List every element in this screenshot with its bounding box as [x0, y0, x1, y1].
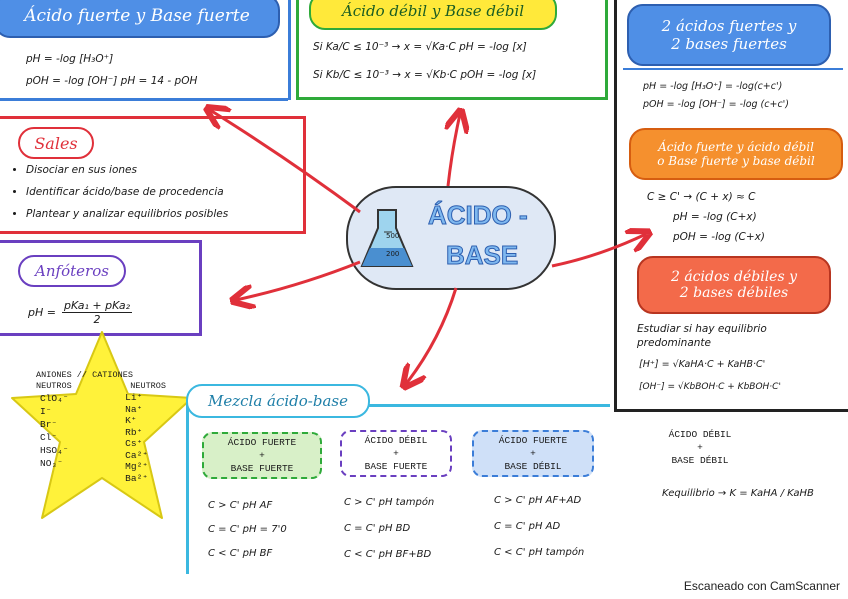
fuerte-debil-poh: pOH = -log (C+x) — [673, 231, 765, 243]
acido-fuerte-ph: pH = -log [H₃O⁺] — [26, 53, 114, 65]
arrow-to-acido-debil — [448, 114, 460, 187]
sales-list: Disociar en sus iones Identificar ácido/… — [10, 159, 228, 225]
cationes-list: Li⁺ Na⁺ K⁺ Rb⁺ Cs⁺ Ca²⁺ Mg²⁺ Ba²⁺ — [125, 392, 166, 484]
dos-debiles-h: [H⁺] = √KaHA·C + KaHB·C' — [639, 359, 766, 370]
sales-box: Sales Disociar en sus iones Identificar … — [0, 116, 306, 234]
acido-fuerte-border-right — [288, 0, 291, 100]
mezcla-c1-tag: ÁCIDO FUERTE + BASE FUERTE — [202, 432, 322, 479]
dos-fuertes-divider — [623, 68, 843, 70]
list-item: I⁻ — [40, 406, 52, 417]
list-item: Disociar en sus iones — [26, 159, 228, 181]
dos-fuertes-title: 2 ácidos fuertes y 2 bases fuertes — [627, 4, 831, 66]
list-item: K⁺ — [125, 415, 137, 426]
dos-debiles-pred: predominante — [637, 337, 711, 349]
flask-mark-top: 500 — [386, 232, 400, 240]
list-item: C > C' pH AF — [208, 500, 273, 511]
list-item: C = C' pH BD — [344, 523, 411, 534]
acido-fuerte-border — [0, 98, 288, 101]
acido-fuerte-section: Ácido fuerte y Base fuerte pH = -log [H₃… — [0, 0, 295, 100]
anfoteros-formula: pH = pKa₁ + pKa₂ 2 — [28, 299, 133, 326]
list-item: C = C' pH = 7'0 — [208, 524, 287, 535]
fuerte-debil-ph: pH = -log (C+x) — [673, 211, 757, 223]
dos-fuertes-poh: pOH = -log [OH⁻] = -log (c+c') — [643, 99, 789, 110]
acido-debil-title: Ácido débil y Base débil — [309, 0, 557, 30]
list-item: HSO₄⁻ — [40, 445, 69, 456]
acido-fuerte-poh: pOH = -log [OH⁻] pH = 14 - pOH — [26, 75, 198, 87]
aniones-list: ClO₄⁻ I⁻ Br⁻ Cl⁻ HSO₄⁻ NO₃⁻ — [36, 392, 69, 484]
mezcla-c1-rows: C > C' pH AF C = C' pH = 7'0 C < C' pH B… — [208, 494, 287, 566]
list-item: C > C' pH tampón — [344, 497, 435, 508]
list-item: Cl⁻ — [40, 432, 58, 443]
flask-mark-bottom: 200 — [386, 250, 400, 258]
list-item: C < C' pH tampón — [494, 547, 585, 558]
mezcla-c3-tag: ÁCIDO FUERTE + BASE DÉBIL — [472, 430, 594, 477]
anfoteros-box: Anfóteros pH = pKa₁ + pKa₂ 2 — [0, 240, 202, 336]
central-cloud: 500 200 ÁCIDO - BASE — [346, 186, 556, 290]
anfoteros-fraction: pKa₁ + pKa₂ 2 — [61, 299, 133, 326]
list-item: Ca²⁺ — [125, 449, 148, 461]
acido-debil-kb: Si Kb/C ≤ 10⁻³ → x = √Kb·C pOH = -log [x… — [313, 69, 537, 81]
list-item: Plantear y analizar equilibrios posibles — [26, 203, 228, 225]
list-item: Br⁻ — [40, 419, 58, 430]
mezcla-title: Mezcla ácido-base — [186, 384, 370, 418]
dos-debiles-title: 2 ácidos débiles y 2 bases débiles — [637, 256, 831, 314]
acido-debil-box: Ácido débil y Base débil Si Ka/C ≤ 10⁻³ … — [296, 0, 608, 100]
mezcla-c3-rows: C > C' pH AF+AD C = C' pH AD C < C' pH t… — [494, 488, 584, 566]
list-item: Ba²⁺ — [125, 472, 148, 484]
fuerte-debil-title: Ácido fuerte y ácido débil o Base fuerte… — [629, 128, 843, 180]
acido-fuerte-title: Ácido fuerte y Base fuerte — [0, 0, 280, 38]
sales-title: Sales — [18, 127, 94, 159]
list-item: Rb⁺ — [125, 426, 143, 438]
list-item: C = C' pH AD — [494, 521, 561, 532]
list-item: Cs⁺ — [125, 438, 143, 449]
list-item: C > C' pH AF+AD — [494, 495, 582, 506]
dos-fuertes-ph: pH = -log [H₃O⁺] = -log(c+c') — [643, 81, 783, 92]
central-title-line2: BASE — [445, 240, 519, 271]
dos-debiles-study: Estudiar si hay equilibrio — [637, 323, 767, 335]
list-item: ClO₄⁻ — [40, 393, 69, 404]
star-content: ANIONES // CATIONES NEUTROS NEUTROS ClO₄… — [36, 370, 166, 484]
anfoteros-title: Anfóteros — [18, 255, 126, 287]
mezcla-top-border — [360, 404, 610, 407]
list-item: C < C' pH BF+BD — [344, 549, 432, 560]
list-item: NO₃⁻ — [40, 458, 63, 469]
arrow-to-mezcla — [406, 287, 458, 384]
list-item: Identificar ácido/base de procedencia — [26, 181, 228, 203]
mezcla-c2-tag: ÁCIDO DÉBIL + BASE FUERTE — [340, 430, 452, 477]
acido-debil-ka: Si Ka/C ≤ 10⁻³ → x = √Ka·C pH = -log [x] — [313, 41, 527, 53]
central-title-line1: ÁCIDO - — [428, 200, 529, 231]
mezcla-c2-rows: C > C' pH tampón C = C' pH BD C < C' pH … — [344, 490, 434, 568]
star-columns: ClO₄⁻ I⁻ Br⁻ Cl⁻ HSO₄⁻ NO₃⁻ Li⁺ Na⁺ K⁺ R… — [36, 392, 166, 484]
mezcla-c4-row: Kequilibrio → K = KaHA / KaHB — [662, 488, 814, 499]
flask-icon — [360, 209, 414, 267]
list-item: Na⁺ — [125, 403, 143, 415]
fuerte-debil-cond: C ≥ C' → (C + x) ≈ C — [647, 191, 756, 203]
list-item: Mg²⁺ — [125, 461, 148, 472]
star-header: ANIONES // CATIONES — [36, 370, 133, 380]
list-item: Li⁺ — [125, 392, 143, 403]
arrow-to-anfoteros — [236, 260, 361, 300]
star-shape — [11, 331, 193, 519]
mezcla-left-border — [186, 404, 189, 574]
footer-watermark: Escaneado con CamScanner — [683, 579, 840, 593]
list-item: C < C' pH BF — [208, 548, 273, 559]
mezcla-c4-tag: ÁCIDO DÉBIL + BASE DÉBIL — [668, 429, 732, 466]
dos-fuertes-box: 2 ácidos fuertes y 2 bases fuertes pH = … — [614, 0, 848, 412]
dos-debiles-oh: [OH⁻] = √KbBOH·C + KbBOH·C' — [639, 382, 781, 392]
star-subheads: NEUTROS NEUTROS — [36, 381, 166, 391]
